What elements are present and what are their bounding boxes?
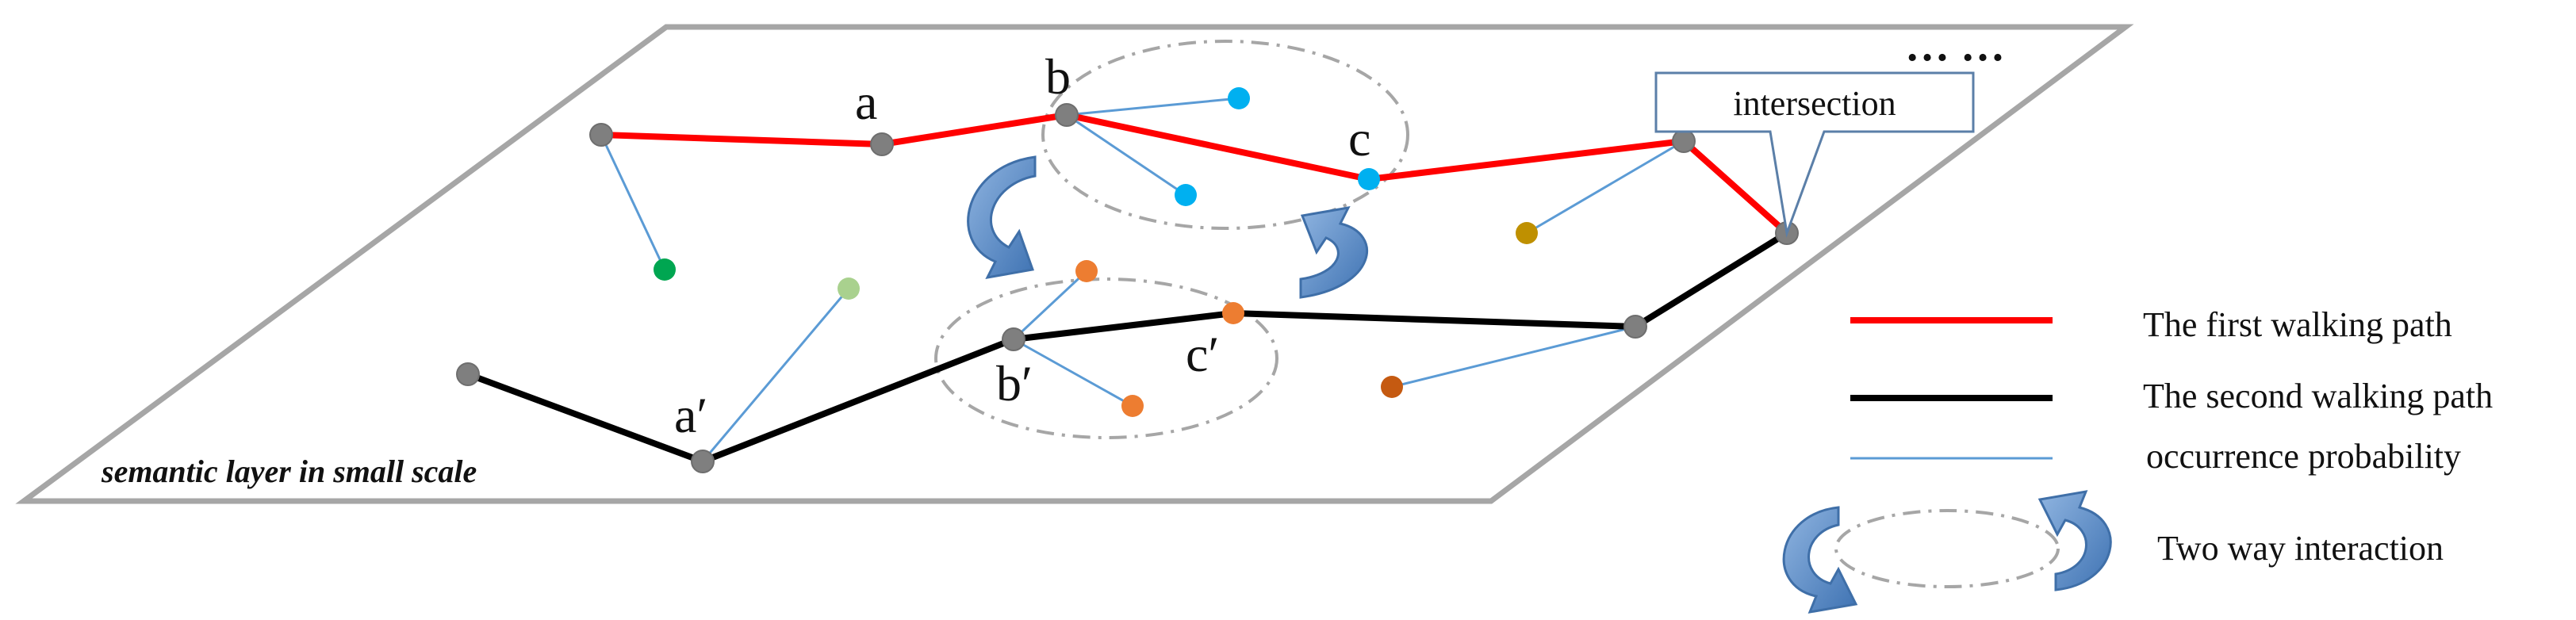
interaction-ellipse-upper [1041, 40, 1409, 230]
semantic-layer-plane [15, 24, 2134, 504]
node-label-c: c [1348, 110, 1370, 166]
poi-dot-brown [1381, 376, 1403, 398]
occurrence-line [1066, 97, 1240, 117]
interaction-ellipse-lower [934, 277, 1278, 439]
poi-dot-green [654, 258, 676, 281]
second-walking-path [466, 230, 1789, 465]
poi-node-c [1358, 168, 1380, 190]
occurrence-line [1526, 140, 1685, 235]
legend-interaction-ellipse [1834, 509, 2060, 588]
curved-arrow-icon [1299, 206, 1369, 299]
curved-arrow-icon [967, 155, 1037, 279]
path-node-a [870, 132, 894, 156]
poi-dot-light-green [838, 277, 860, 300]
legend-label-occurrence: occurrence probability [2146, 437, 2461, 476]
poi-dot-orange [1075, 260, 1098, 282]
path-nodes [456, 103, 1799, 473]
poi-dots [654, 87, 1538, 417]
poi-dot-gold [1516, 222, 1538, 244]
path-node [456, 362, 480, 386]
poi-node-c-prime [1222, 302, 1244, 324]
node-label-c-prime: c′ [1186, 326, 1219, 382]
occurrence-line [600, 134, 666, 270]
poi-dot-blue [1175, 184, 1197, 206]
occurrence-line [1013, 338, 1133, 408]
occurrence-line [1012, 270, 1088, 341]
legend-label-first-path: The first walking path [2143, 305, 2452, 344]
node-label-a: a [855, 74, 877, 130]
occurrence-line [1391, 325, 1636, 388]
node-label-a-prime: a′ [674, 387, 707, 443]
poi-dot-blue [1228, 87, 1250, 109]
intersection-callout: intersection [1654, 71, 1975, 238]
occurrence-line [1066, 113, 1186, 197]
continuation-ellipsis: … … [1905, 21, 2005, 71]
poi-dot-orange [1121, 395, 1144, 417]
occurrence-lines [600, 97, 1685, 462]
occurrence-line [701, 288, 850, 462]
curved-arrow-icon [2037, 490, 2112, 591]
node-label-b-prime: b′ [996, 355, 1033, 411]
legend: The first walking path The second walkin… [1782, 305, 2493, 614]
path-node-a-prime [691, 450, 715, 473]
intersection-label: intersection [1733, 84, 1896, 123]
path-node [1623, 315, 1647, 339]
node-label-b: b [1045, 48, 1071, 105]
path-node-b-prime [1002, 327, 1025, 351]
legend-label-second-path: The second walking path [2143, 377, 2493, 415]
plane-label: semantic layer in small scale [101, 454, 477, 489]
curved-arrow-icon [1782, 506, 1858, 614]
path-node [1672, 129, 1696, 153]
path-node-b [1055, 103, 1079, 127]
path-node [589, 123, 613, 147]
first-walking-path [600, 112, 1789, 235]
legend-label-interaction: Two way interaction [2157, 529, 2444, 568]
